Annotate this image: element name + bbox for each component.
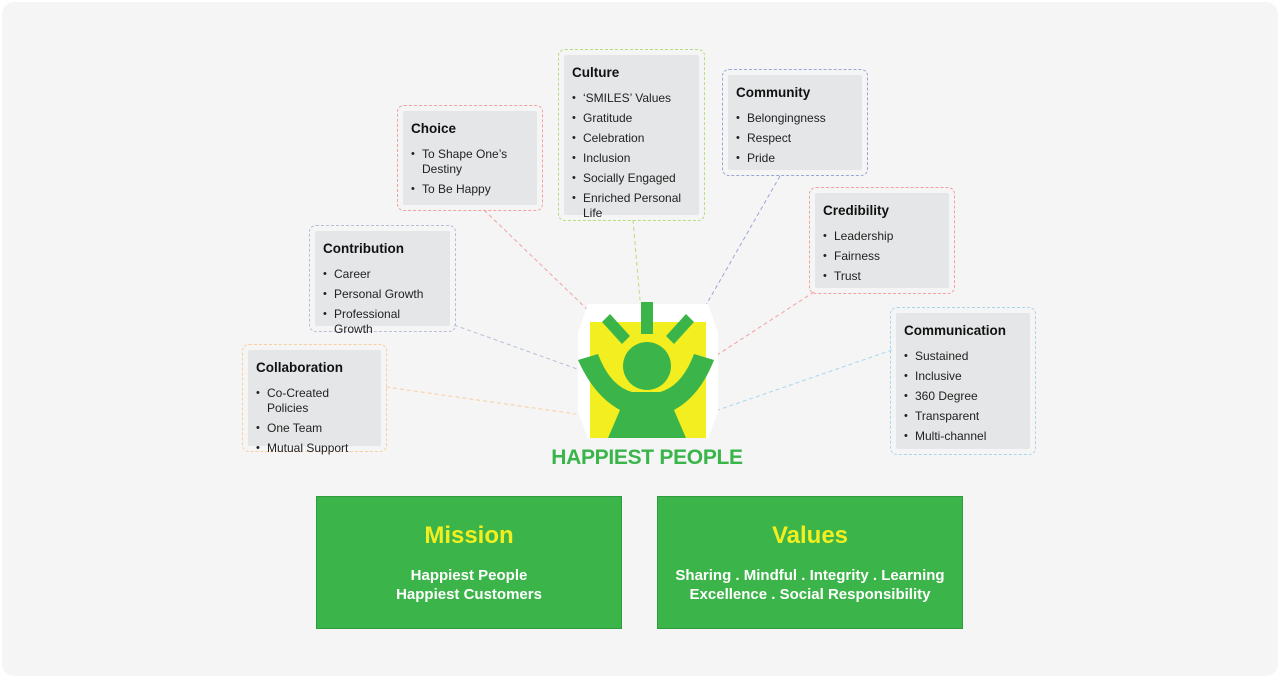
connector-culture	[632, 219, 641, 301]
card-collaboration-title: Collaboration	[256, 360, 343, 375]
list-item: Sustained	[904, 349, 1022, 364]
connector-community	[701, 175, 781, 313]
values-line: Excellence . Social Responsibility	[689, 586, 931, 603]
connector-collaboration	[385, 386, 577, 415]
card-contribution: Contribution Career Personal Growth Prof…	[309, 225, 456, 336]
values-title: Values	[771, 522, 849, 549]
list-item: Co-Created Policies	[256, 386, 373, 415]
card-choice-list: To Shape One’s Destiny To Be Happy	[411, 147, 529, 196]
list-item: Inclusive	[904, 369, 1022, 384]
card-credibility: Credibility Leadership Fairness Trust	[809, 187, 955, 294]
card-communication: Communication Sustained Inclusive 360 De…	[890, 307, 1036, 455]
values-panel: Values Sharing . Mindful . Integrity . L…	[657, 496, 963, 629]
list-item: To Be Happy	[411, 182, 529, 197]
list-item: Inclusion	[572, 151, 691, 166]
mission-panel: Mission Happiest People Happiest Custome…	[316, 496, 622, 629]
connector-credibility	[713, 291, 815, 358]
list-item: Transparent	[904, 409, 1022, 424]
list-item: Personal Growth	[323, 287, 442, 302]
card-culture-body: Culture ‘SMILES’ Values Gratitude Celebr…	[564, 55, 699, 220]
card-choice: Choice To Shape One’s Destiny To Be Happ…	[397, 105, 543, 211]
list-item: 360 Degree	[904, 389, 1022, 404]
list-item: Professional Growth	[323, 307, 442, 336]
list-item: Enriched Personal Life	[572, 191, 691, 220]
list-item: Fairness	[823, 249, 941, 264]
connector-communication	[717, 349, 893, 411]
card-choice-title: Choice	[411, 121, 457, 136]
card-credibility-title: Credibility	[823, 203, 890, 218]
list-item: Respect	[736, 131, 854, 146]
card-choice-body: Choice To Shape One’s Destiny To Be Happ…	[403, 111, 537, 205]
mission-line: Happiest Customers	[396, 586, 542, 603]
list-item: Gratitude	[572, 111, 691, 126]
list-item: To Shape One’s Destiny	[411, 147, 529, 176]
card-culture-list: ‘SMILES’ Values Gratitude Celebration In…	[572, 91, 691, 220]
list-item: Socially Engaged	[572, 171, 691, 186]
card-contribution-list: Career Personal Growth Professional Grow…	[323, 267, 442, 336]
card-collaboration: Collaboration Co-Created Policies One Te…	[242, 344, 387, 455]
card-community-list: Belongingness Respect Pride	[736, 111, 854, 166]
mission-lines: Happiest People Happiest Customers	[317, 566, 621, 604]
values-lines: Sharing . Mindful . Integrity . Learning…	[658, 566, 962, 604]
list-item: Mutual Support	[256, 441, 373, 456]
list-item: Leadership	[823, 229, 941, 244]
card-culture: Culture ‘SMILES’ Values Gratitude Celebr…	[558, 49, 705, 221]
list-item: Multi-channel	[904, 429, 1022, 444]
list-item: Trust	[823, 269, 941, 284]
card-contribution-title: Contribution	[323, 241, 404, 256]
list-item: Celebration	[572, 131, 691, 146]
list-item: ‘SMILES’ Values	[572, 91, 691, 106]
card-culture-title: Culture	[572, 65, 620, 80]
card-credibility-body: Credibility Leadership Fairness Trust	[815, 193, 949, 288]
card-contribution-body: Contribution Career Personal Growth Prof…	[315, 231, 450, 336]
card-collaboration-body: Collaboration Co-Created Policies One Te…	[248, 350, 381, 455]
card-communication-list: Sustained Inclusive 360 Degree Transpare…	[904, 349, 1022, 444]
card-collaboration-list: Co-Created Policies One Team Mutual Supp…	[256, 386, 373, 455]
brand-name: HAPPIEST PEOPLE	[551, 446, 743, 469]
card-communication-body: Communication Sustained Inclusive 360 De…	[896, 313, 1030, 449]
mission-line: Happiest People	[410, 567, 528, 584]
connector-contribution	[453, 324, 581, 371]
list-item: Pride	[736, 151, 854, 166]
card-community: Community Belongingness Respect Pride	[722, 69, 868, 176]
connector-choice	[483, 209, 593, 315]
card-community-body: Community Belongingness Respect Pride	[728, 75, 862, 170]
card-communication-title: Communication	[904, 323, 1007, 338]
card-credibility-list: Leadership Fairness Trust	[823, 229, 941, 284]
happiest-people-logo-icon	[578, 302, 718, 438]
card-community-title: Community	[736, 85, 811, 100]
mission-title: Mission	[424, 522, 514, 549]
list-item: One Team	[256, 421, 373, 436]
values-line: Sharing . Mindful . Integrity . Learning	[675, 567, 945, 584]
list-item: Career	[323, 267, 442, 282]
list-item: Belongingness	[736, 111, 854, 126]
